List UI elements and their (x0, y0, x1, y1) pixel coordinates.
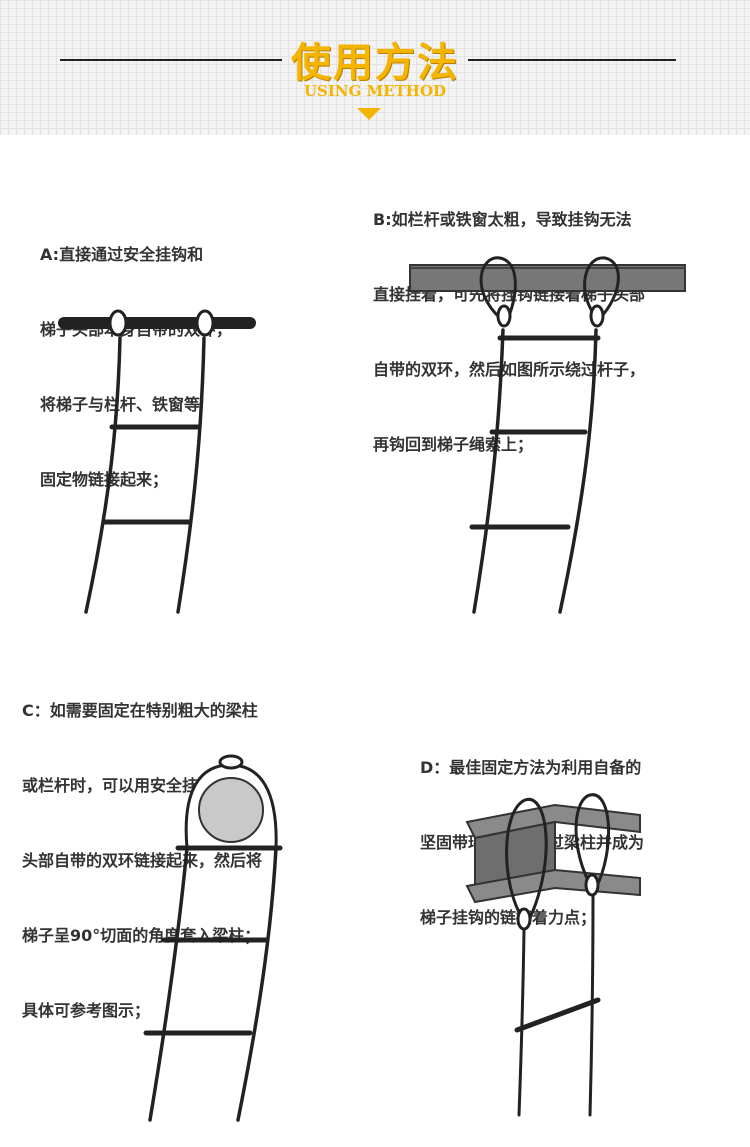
strap-loop-right (574, 793, 611, 890)
illustration-b (409, 256, 686, 614)
step-a-line-4: 固定物链接起来； (40, 470, 169, 489)
ring-right (195, 309, 215, 337)
illustration-a (58, 309, 256, 614)
step-c-line-5: 具体可参考图示； (22, 1001, 151, 1020)
step-b-line-3: 自带的双环，然后如图所示绕过杆子， (373, 360, 646, 379)
step-d-line-1: D：最佳固定方法为利用自备的 (420, 758, 642, 777)
step-c-line-1: C：如需要固定在特别粗大的梁柱 (22, 701, 258, 720)
ladder-rope-right (588, 894, 595, 1117)
top-ring (218, 754, 244, 770)
thick-bar (409, 264, 686, 292)
header-right-rule (468, 59, 676, 61)
step-b-line-1: B:如栏杆或铁窗太粗，导致挂钩无法 (373, 210, 632, 229)
ring-left (496, 304, 512, 328)
hook-loop-left (479, 256, 517, 320)
ladder-rope-right (176, 336, 206, 614)
ladder-rope-left (472, 328, 505, 614)
ladder-rope-right (236, 846, 278, 1122)
ladder-rope-left (148, 846, 189, 1122)
ladder-rung (514, 997, 601, 1033)
ring-left (516, 907, 532, 931)
step-c-line-3: 头部自带的双环链接起来，然后将 (22, 851, 263, 870)
illustration-c (143, 754, 283, 1122)
ring-right (584, 873, 600, 897)
page-title: 使用方法 (291, 40, 459, 86)
step-d-line-3: 梯子挂钩的链接着力点； (420, 908, 597, 927)
illustration-d (465, 793, 641, 1117)
header-banner: 使用方法 USING METHOD (0, 0, 750, 135)
down-arrow-icon (357, 108, 381, 120)
hook-loop-right (583, 256, 620, 320)
strap-loop-left (505, 797, 548, 920)
step-a-line-1: A:直接通过安全挂钩和 (40, 245, 204, 264)
step-b-line-4: 再钩回到梯子绳索上； (373, 435, 534, 454)
ladder-rope-right (558, 328, 598, 614)
ladder-rope-left (84, 336, 122, 614)
header-left-rule (60, 59, 282, 61)
page-subtitle: USING METHOD (303, 82, 447, 100)
pillar-cross-section (198, 777, 264, 843)
ring-right (589, 304, 605, 328)
ladder-rope-left (517, 928, 526, 1117)
ring-left (108, 309, 128, 337)
step-a-line-3: 将梯子与栏杆、铁窗等 (40, 395, 201, 414)
